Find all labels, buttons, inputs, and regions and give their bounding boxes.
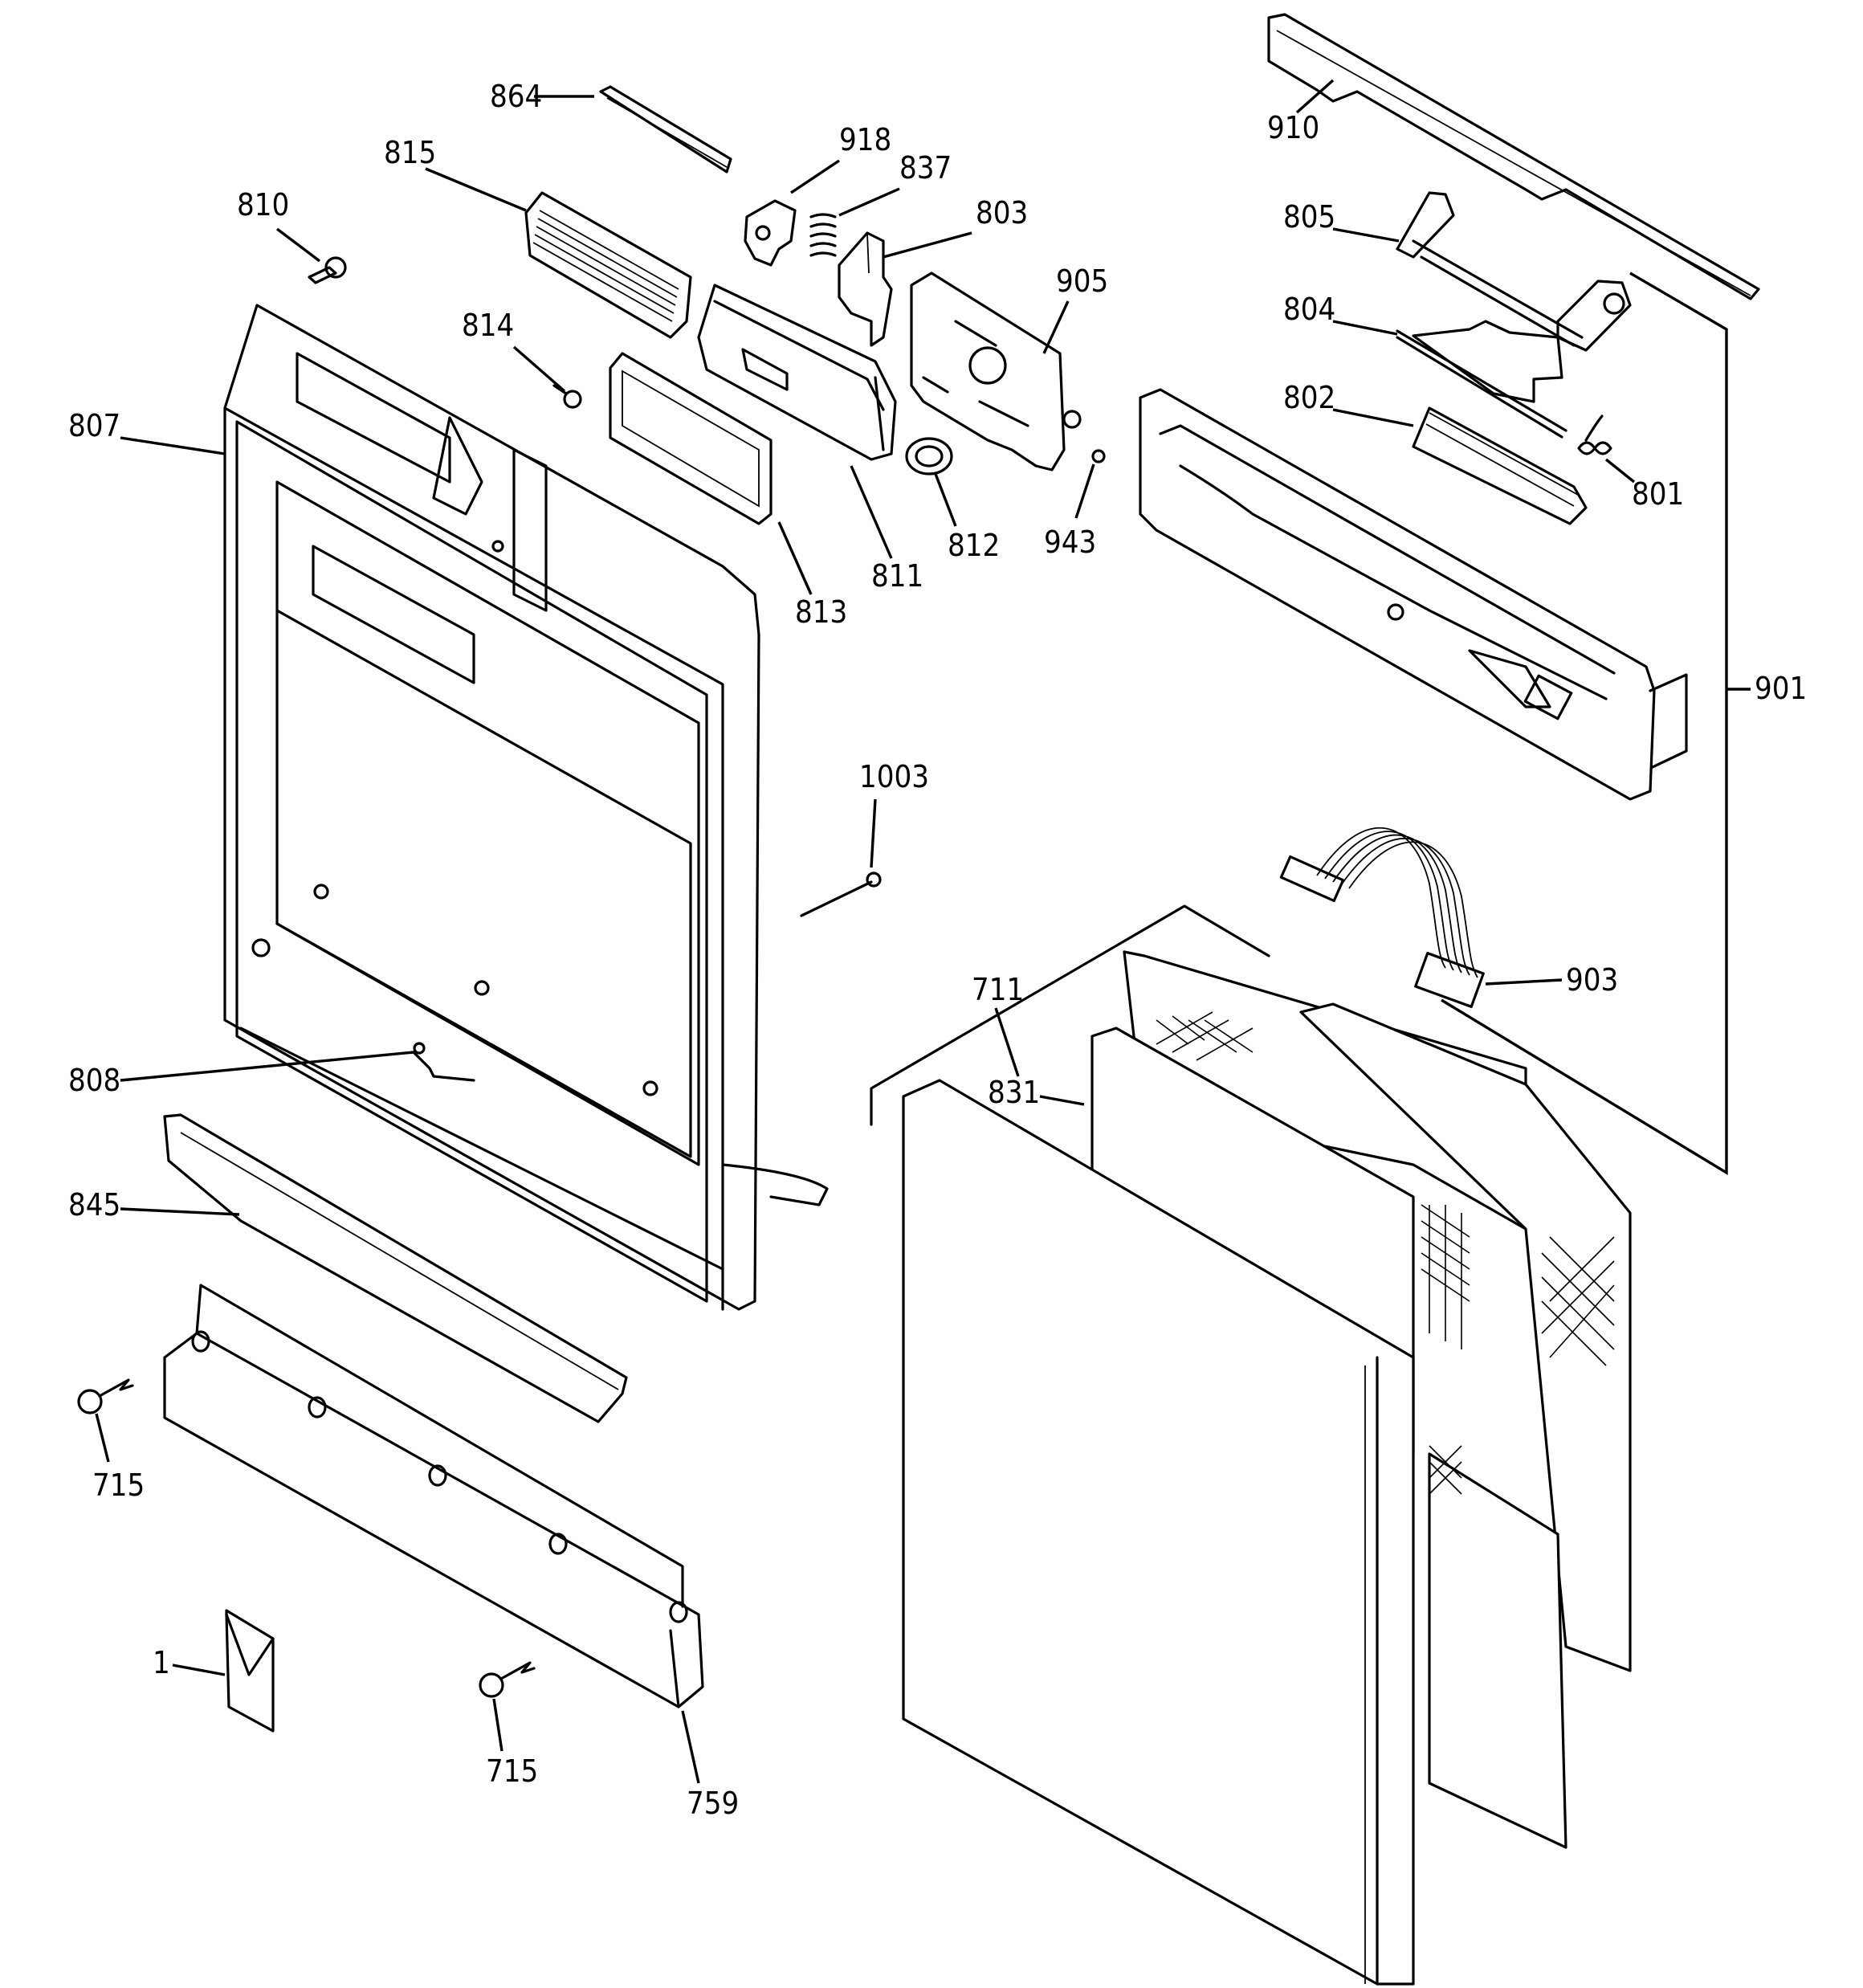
callout-label-812: 812 xyxy=(948,528,1000,563)
leader-line-801 xyxy=(1604,458,1636,484)
leader-line-1 xyxy=(172,1663,226,1676)
part-715-screw-b xyxy=(479,1661,536,1698)
callout-label-810: 810 xyxy=(237,187,289,222)
callout-label-1003: 1003 xyxy=(859,759,929,794)
callouts: 864 918 815 837 810 803 905 814 807 813 811 812 943 9… xyxy=(68,79,1807,1821)
part-903-display-harness xyxy=(1279,827,1485,1008)
part-811-dispenser xyxy=(697,284,897,461)
callout-label-910: 910 xyxy=(1267,110,1319,145)
callout-label-808: 808 xyxy=(68,1063,120,1098)
part-808-latch xyxy=(412,1042,475,1082)
callout-label-811: 811 xyxy=(871,558,923,594)
leader-line-715b xyxy=(492,1698,503,1752)
callout-label-1: 1 xyxy=(153,1645,170,1680)
part-1003-screw xyxy=(800,872,882,917)
callout-label-803: 803 xyxy=(976,195,1028,231)
leader-line-810 xyxy=(275,227,321,263)
callout-label-807: 807 xyxy=(68,408,120,443)
leader-line-759 xyxy=(681,1710,700,1784)
part-943-screw xyxy=(1091,449,1106,463)
leader-line-918 xyxy=(790,159,840,194)
leader-line-803 xyxy=(883,231,972,259)
part-802-hinge xyxy=(1412,406,1588,525)
leader-line-804 xyxy=(1332,320,1398,336)
leader-line-715a xyxy=(95,1413,110,1463)
part-905-control-board xyxy=(910,271,1082,471)
leader-line-814 xyxy=(512,345,566,393)
leader-line-711 xyxy=(994,1007,1020,1077)
part-810-screw xyxy=(308,256,347,284)
leader-line-813 xyxy=(777,521,813,595)
leader-line-943 xyxy=(1074,463,1095,519)
callout-label-711: 711 xyxy=(972,972,1024,1007)
leader-line-905 xyxy=(1042,300,1070,354)
callout-label-903: 903 xyxy=(1566,962,1618,998)
part-805-bracket xyxy=(1396,191,1632,352)
leader-line-837 xyxy=(838,187,900,217)
callout-label-864: 864 xyxy=(490,79,542,114)
callout-label-918: 918 xyxy=(839,122,891,157)
part-807-inner-door xyxy=(223,304,829,1311)
callout-label-905: 905 xyxy=(1056,263,1108,299)
part-804-rod xyxy=(1396,320,1567,439)
leader-line-910 xyxy=(1295,79,1335,114)
callout-label-837: 837 xyxy=(899,150,952,186)
callout-label-801: 801 xyxy=(1632,476,1684,512)
callout-label-814: 814 xyxy=(462,308,514,343)
leader-line-811 xyxy=(850,465,893,559)
callout-label-759: 759 xyxy=(687,1786,739,1821)
leader-line-815 xyxy=(425,167,527,212)
part-864-strip xyxy=(599,85,732,173)
part-814-screw xyxy=(552,384,582,409)
leader-line-805 xyxy=(1332,227,1400,243)
part-812-cap xyxy=(905,437,953,476)
part-815-vent xyxy=(524,191,692,339)
leader-line-1003 xyxy=(870,798,877,868)
part-711-outer-door xyxy=(870,904,1632,1986)
part-845-strip xyxy=(163,1113,628,1423)
part-910-top-rail xyxy=(1267,13,1760,300)
callout-label-815: 815 xyxy=(384,135,436,170)
part-813-gasket xyxy=(609,352,773,525)
part-715-screw-a xyxy=(77,1378,134,1414)
part-918-switch xyxy=(744,199,797,267)
callout-label-845: 845 xyxy=(68,1187,120,1223)
callout-label-805: 805 xyxy=(1283,199,1335,235)
leader-line-845 xyxy=(120,1207,240,1216)
callout-label-715a: 715 xyxy=(92,1468,145,1503)
part-801-spring xyxy=(1577,414,1612,455)
part-1-literature xyxy=(225,1609,275,1733)
leader-line-807 xyxy=(120,436,226,455)
part-901-control-panel xyxy=(1139,388,1688,801)
part-759-toe-panel xyxy=(163,1284,704,1708)
leader-line-831 xyxy=(1039,1095,1085,1106)
callout-label-943: 943 xyxy=(1044,525,1096,560)
leader-line-903 xyxy=(1485,978,1563,986)
callout-label-802: 802 xyxy=(1283,380,1335,415)
leader-line-808 xyxy=(120,1051,414,1082)
callout-label-715b: 715 xyxy=(486,1753,538,1789)
part-837-spring xyxy=(809,213,837,257)
callout-label-813: 813 xyxy=(795,594,847,630)
callout-label-804: 804 xyxy=(1283,292,1335,327)
leader-line-812 xyxy=(934,473,957,527)
part-803-switch xyxy=(838,231,893,347)
bracket-901 xyxy=(1441,271,1728,1176)
callout-label-901: 901 xyxy=(1755,671,1807,706)
leader-line-802 xyxy=(1332,408,1414,427)
callout-label-831: 831 xyxy=(988,1075,1040,1110)
